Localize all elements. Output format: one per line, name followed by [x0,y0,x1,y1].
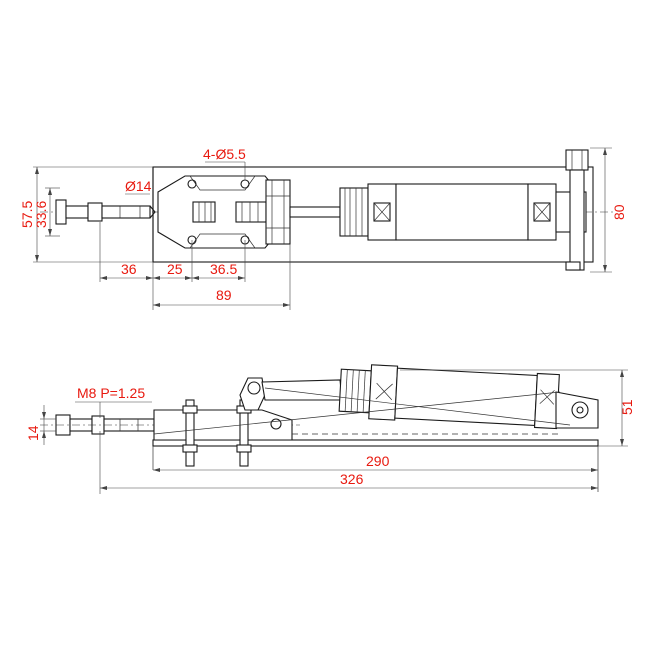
dim-overall-len: 326 [340,471,364,487]
side-clamp-body [153,377,343,467]
side-base-plate [152,439,599,447]
side-dimensions [40,369,628,494]
top-clevis [555,149,589,271]
dim-plunger-height: 14 [25,425,41,441]
top-clamp-body [157,175,291,249]
dim-width-total: 80 [611,204,627,220]
dim-seg-a: 36 [121,261,137,277]
side-clevis [555,391,599,429]
dim-base-len-side: 290 [366,453,390,469]
top-cylinder [367,183,557,241]
side-plunger [40,414,300,436]
dim-plunger-dia: Ø14 [125,178,152,194]
mount-hole-icon [187,179,197,189]
dim-seg-b: 25 [167,261,183,277]
dim-overall-height: 51 [619,399,635,415]
side-cylinder [338,364,560,430]
top-view: 4-Ø5.5 Ø14 57.5 33.6 80 36 25 36.5 89 [19,146,627,310]
top-dimensions [33,147,612,310]
dim-height-outer: 57.5 [19,201,35,228]
side-view: M8 P=1.25 14 51 290 326 [25,364,635,494]
dim-base-len-top: 89 [216,287,232,303]
top-cylinder-nut [339,187,369,237]
dim-holes: 4-Ø5.5 [203,146,246,162]
dim-thread: M8 P=1.25 [77,385,145,401]
top-piston-rod [289,206,341,218]
top-plunger [55,199,156,225]
dim-seg-c: 36.5 [210,261,237,277]
dim-height-inner: 33.6 [33,201,49,228]
